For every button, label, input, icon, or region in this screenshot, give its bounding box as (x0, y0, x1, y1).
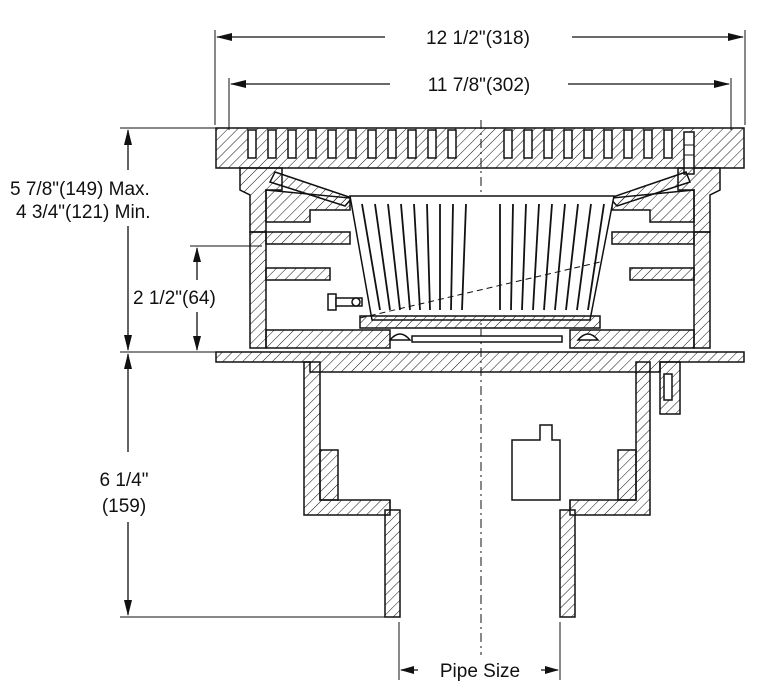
body-height-label-1: 6 1/4" (99, 470, 148, 491)
adjustable-collar (239, 167, 721, 233)
strainer-ribs (361, 203, 605, 311)
grate-width-dimension: 11 7/8"(302) (228, 75, 732, 130)
pipe-size-dimension: Pipe Size (398, 622, 561, 682)
basket-strainer (349, 195, 615, 329)
upper-body (249, 231, 711, 349)
top-grate (215, 127, 745, 175)
overall-width-label: 12 1/2"(318) (426, 28, 530, 49)
height-max-label: 5 7/8"(149) Max. (10, 179, 150, 200)
overall-height-dimension: 5 7/8"(149) Max. 4 3/4"(121) Min. (10, 127, 220, 351)
height-min-label: 4 3/4"(121) Min. (16, 202, 151, 223)
outlet-hub (384, 500, 576, 618)
overall-width-dimension: 12 1/2"(318) (214, 28, 746, 125)
body-flange (215, 351, 745, 415)
pipe-size-label: Pipe Size (440, 661, 520, 682)
adjustment-label: 2 1/2"(64) (133, 288, 216, 309)
grate-slots (247, 129, 673, 159)
lower-body (303, 361, 651, 516)
adjustment-dimension: 2 1/2"(64) (133, 245, 262, 351)
body-height-dimension: 6 1/4" (159) (99, 351, 390, 618)
grate-width-label: 11 7/8"(302) (428, 75, 531, 96)
clamp-bolt (327, 293, 363, 311)
body-height-label-2: (159) (102, 496, 146, 517)
